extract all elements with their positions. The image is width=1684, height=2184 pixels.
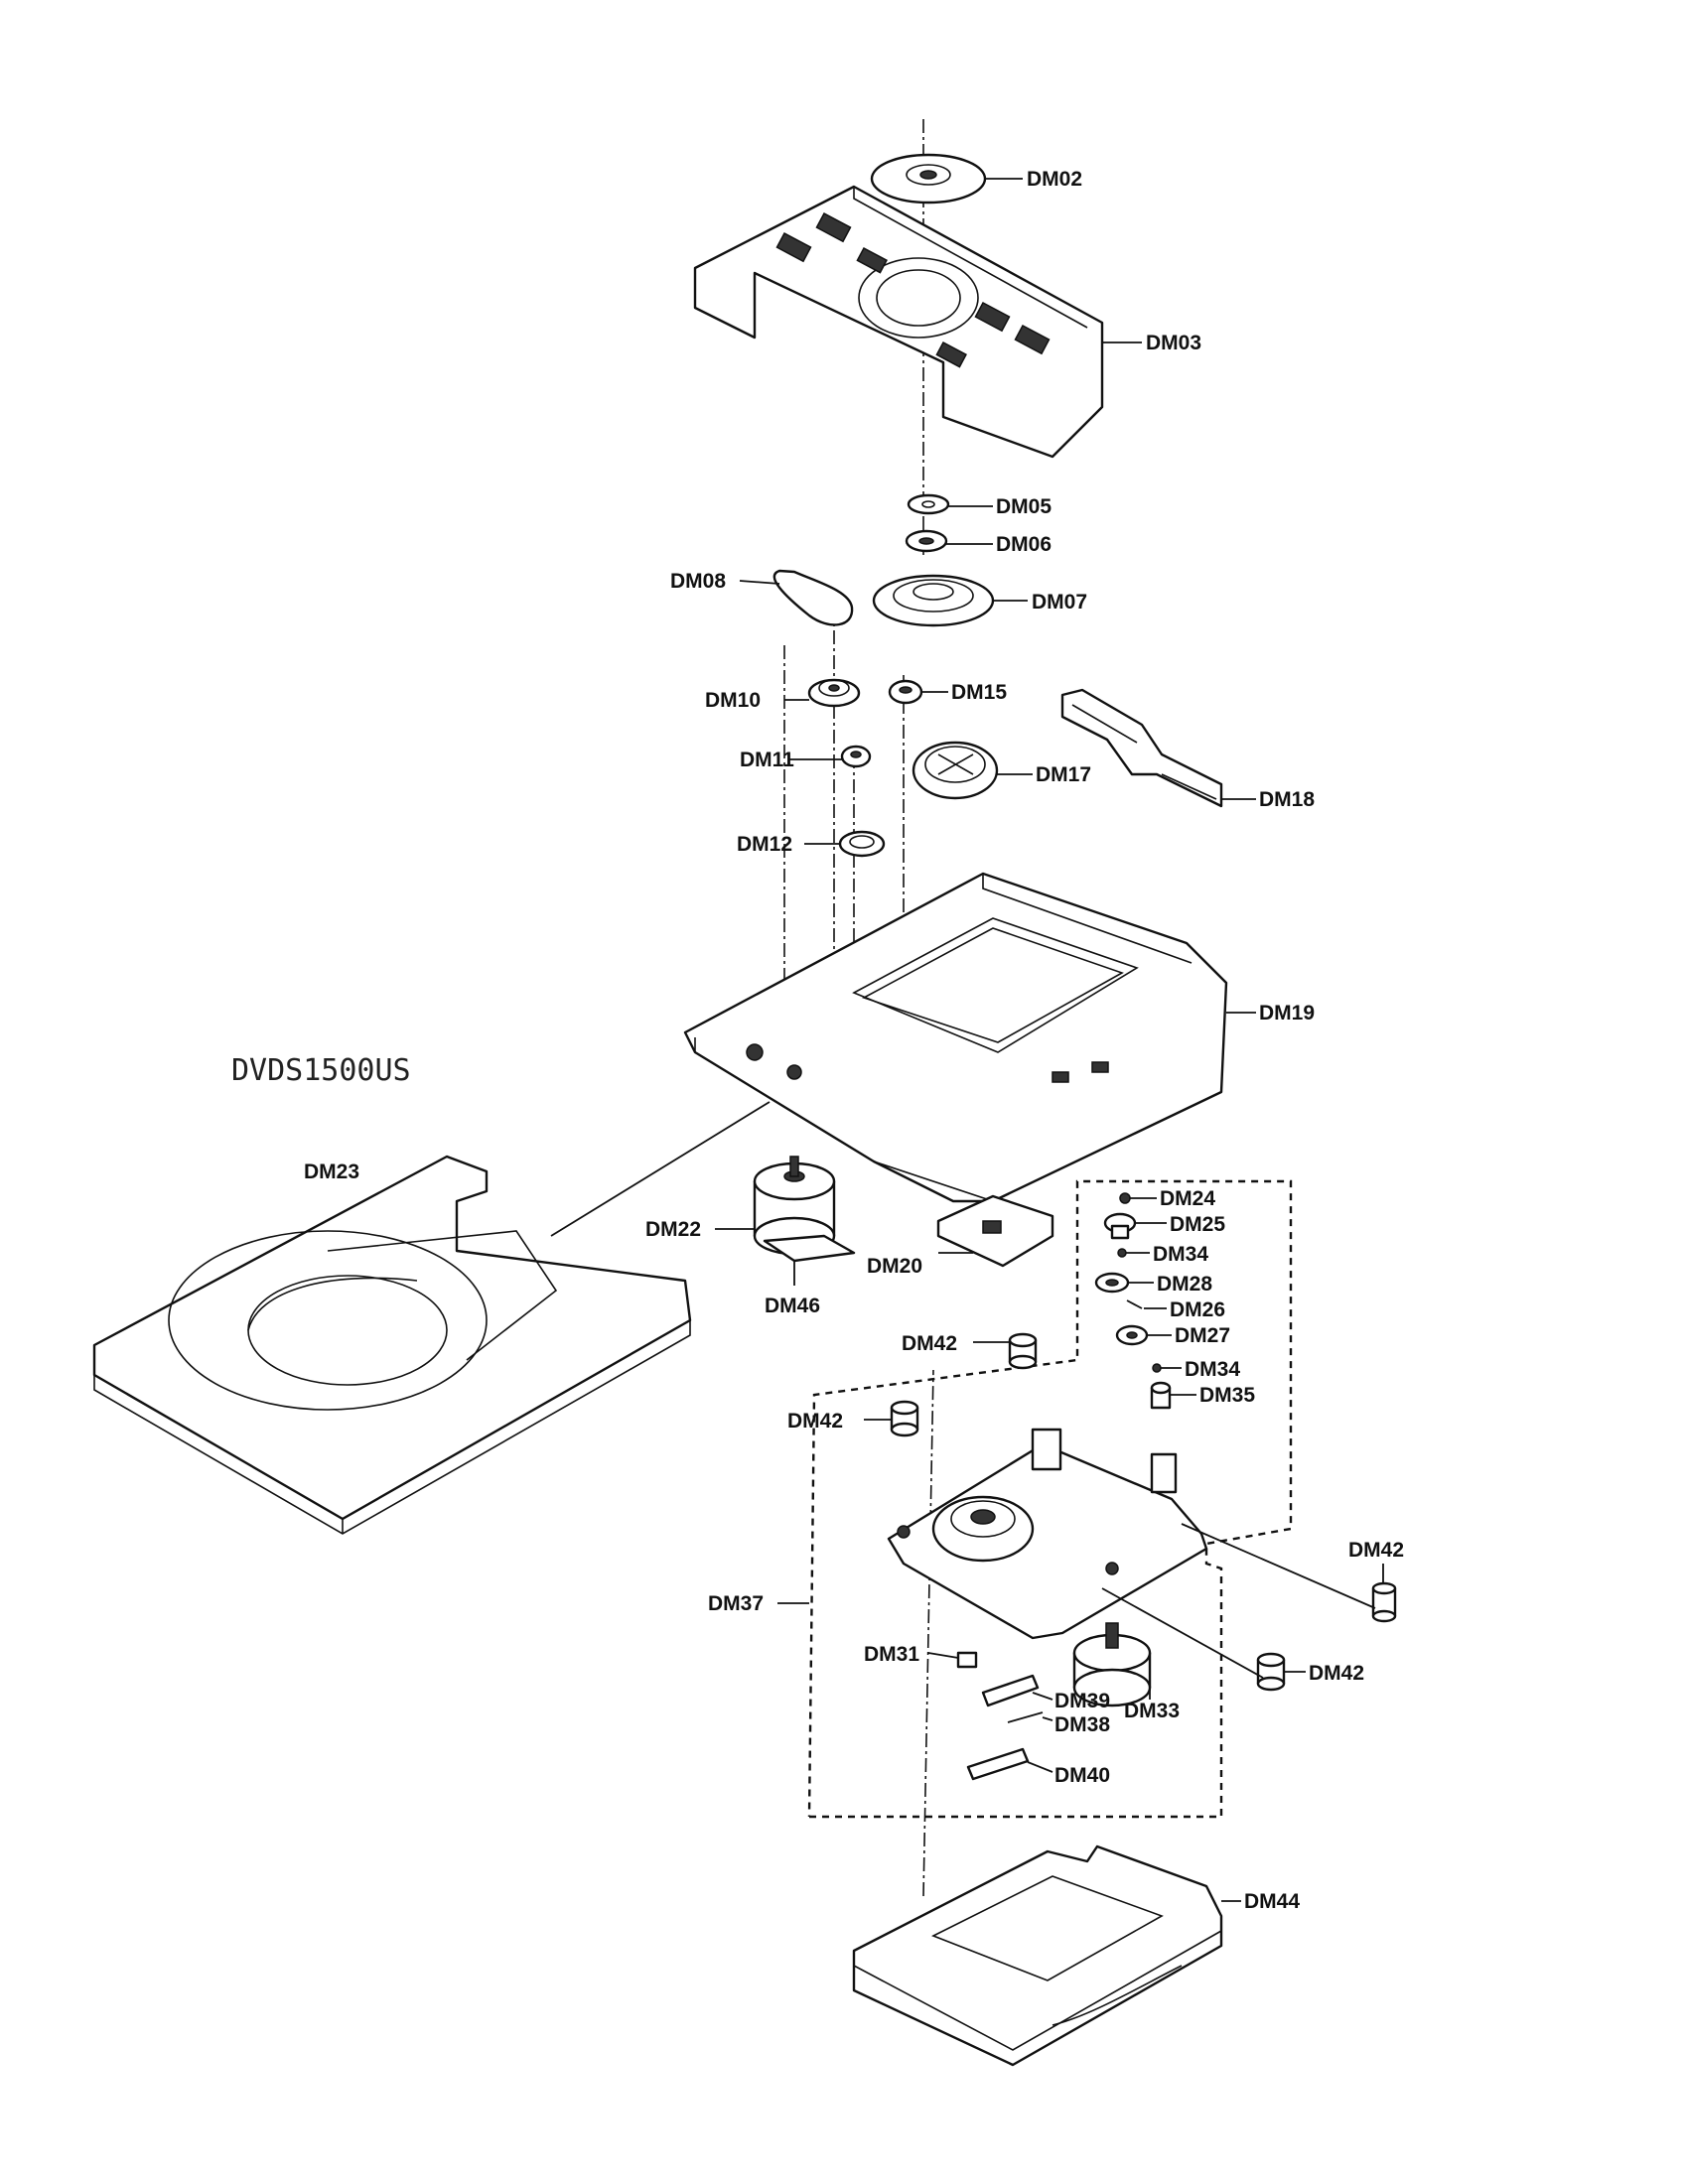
label-dm06: DM06: [996, 533, 1052, 556]
screw-dm24: [1119, 1192, 1131, 1204]
spring-dm38: [1007, 1711, 1044, 1723]
switch-board: [936, 1194, 1054, 1268]
clip-dm31: [956, 1651, 978, 1669]
main-chassis: [683, 872, 1228, 1203]
label-dm37: DM37: [708, 1592, 764, 1615]
loading-motor: [753, 1156, 836, 1256]
label-dm42-a: DM42: [902, 1332, 957, 1355]
label-dm44: DM44: [1244, 1890, 1300, 1913]
gear-dm10: [807, 678, 861, 708]
label-dm28: DM28: [1157, 1273, 1212, 1296]
label-dm10: DM10: [705, 689, 761, 712]
pin-dm34-lower: [1152, 1363, 1162, 1373]
label-dm18: DM18: [1259, 788, 1315, 811]
label-dm35: DM35: [1199, 1384, 1255, 1407]
label-dm39: DM39: [1054, 1690, 1110, 1712]
label-dm08: DM08: [670, 570, 726, 593]
clamp-frame: [693, 185, 1104, 459]
spacer: [905, 529, 948, 553]
disc-tray: [92, 1155, 692, 1535]
label-dm25: DM25: [1170, 1213, 1225, 1236]
rack-dm40: [966, 1747, 1030, 1781]
gear-dm28: [1094, 1272, 1130, 1294]
shaft-dm26: [1126, 1299, 1143, 1309]
label-dm07: DM07: [1032, 591, 1087, 614]
clamper-disc: [870, 153, 987, 205]
label-dm17: DM17: [1036, 763, 1091, 786]
label-dm42-c: DM42: [1348, 1539, 1404, 1562]
cam-slider: [1060, 688, 1223, 808]
label-dm42-b: DM42: [787, 1410, 843, 1433]
motor-bracket: [763, 1234, 856, 1263]
label-dm33: DM33: [1124, 1700, 1180, 1722]
bottom-frame: [852, 1844, 1223, 2067]
label-dm40: DM40: [1054, 1764, 1110, 1787]
label-dm42-d: DM42: [1309, 1662, 1364, 1685]
label-dm15: DM15: [951, 681, 1007, 704]
label-dm34-lower: DM34: [1185, 1358, 1240, 1381]
traverse-mechanism: [887, 1428, 1208, 1640]
label-dm27: DM27: [1175, 1324, 1230, 1347]
rack-dm39: [981, 1674, 1040, 1707]
model-number: DVDS1500US: [231, 1053, 411, 1088]
label-dm03: DM03: [1146, 332, 1201, 354]
gear-dm11: [840, 745, 872, 768]
gear-dm17: [912, 741, 999, 800]
label-dm31: DM31: [864, 1643, 919, 1666]
gear-dm27: [1115, 1324, 1149, 1346]
gear-dm15: [888, 679, 923, 705]
gear-dm25: [1103, 1212, 1137, 1240]
label-dm19: DM19: [1259, 1002, 1315, 1024]
label-dm22: DM22: [645, 1218, 701, 1241]
label-dm38: DM38: [1054, 1713, 1110, 1736]
label-dm05: DM05: [996, 495, 1052, 518]
damper-dm42-a: [1008, 1332, 1038, 1370]
motor-dm33: [1072, 1622, 1152, 1707]
washer: [907, 493, 950, 515]
label-dm26: DM26: [1170, 1298, 1225, 1321]
label-dm34-upper: DM34: [1153, 1243, 1208, 1266]
label-dm02: DM02: [1027, 168, 1082, 191]
gear-dm35: [1150, 1381, 1172, 1410]
damper-dm42-c: [1371, 1581, 1397, 1623]
pin-dm34-upper: [1117, 1248, 1127, 1258]
label-dm24: DM24: [1160, 1187, 1215, 1210]
pulley-gear: [872, 574, 995, 627]
label-dm23: DM23: [304, 1160, 359, 1183]
label-dm11: DM11: [740, 749, 794, 771]
leader-lines: [715, 178, 1384, 1902]
label-dm46: DM46: [765, 1295, 820, 1317]
label-dm12: DM12: [737, 833, 792, 856]
damper-dm42-b: [890, 1400, 919, 1437]
gear-dm12: [838, 830, 886, 858]
damper-dm42-d: [1256, 1652, 1286, 1692]
drive-belt: [772, 569, 854, 626]
label-dm20: DM20: [867, 1255, 922, 1278]
